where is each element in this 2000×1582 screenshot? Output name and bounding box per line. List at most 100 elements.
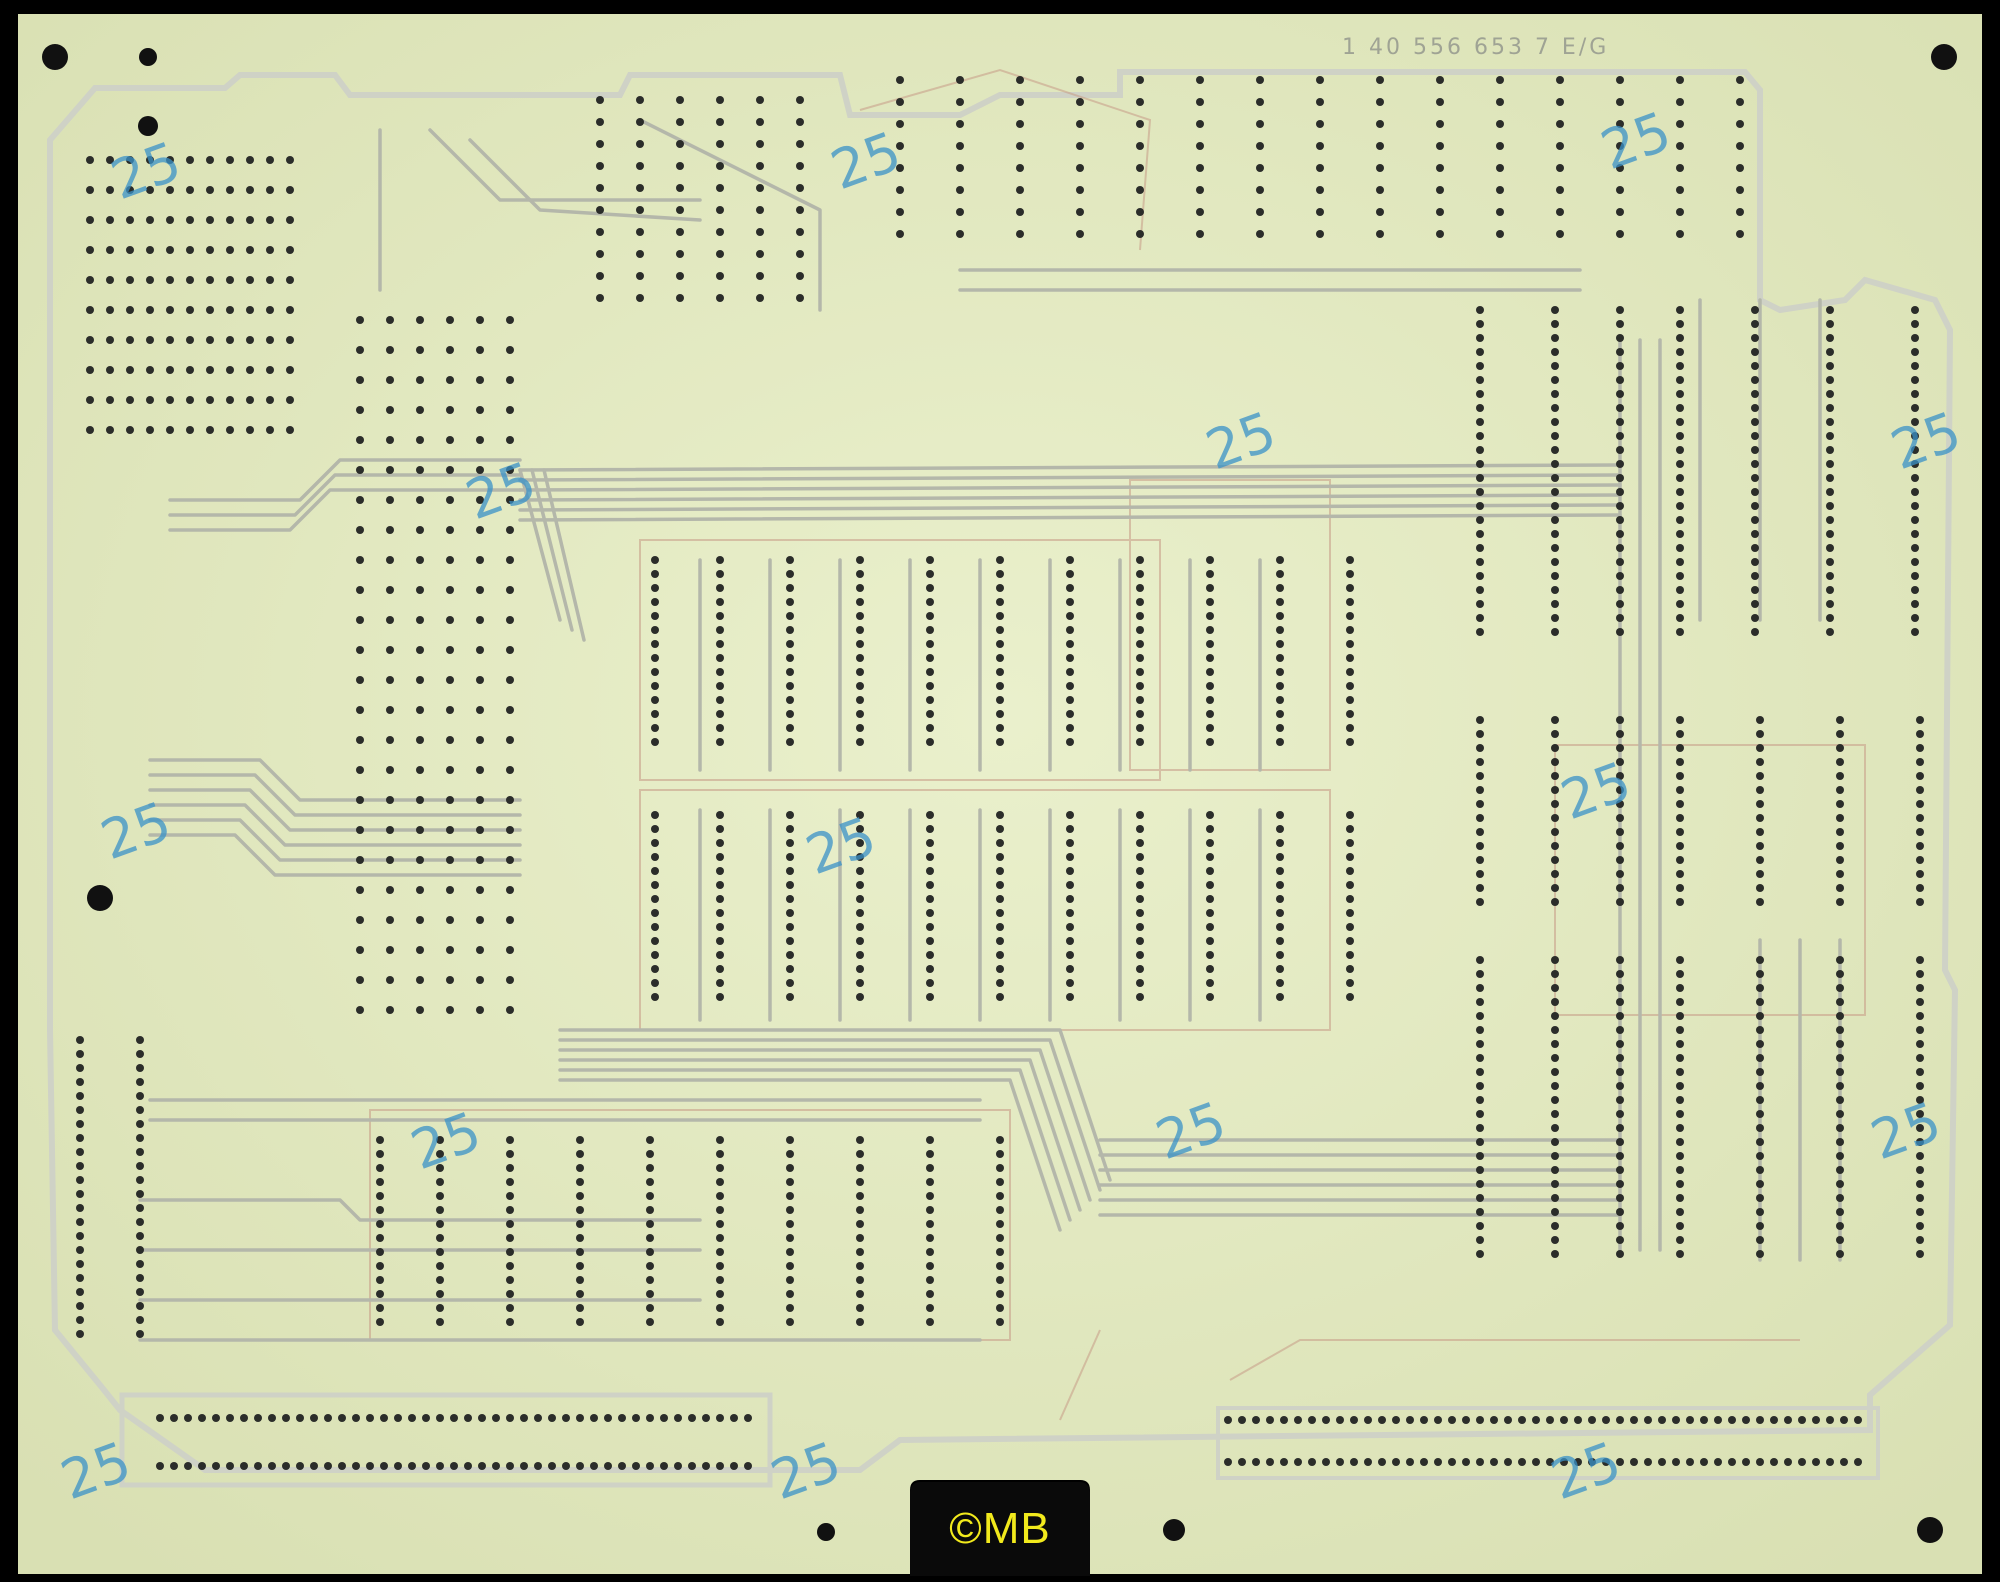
via-hole: [1616, 1166, 1624, 1174]
via-hole: [786, 881, 794, 889]
via-hole: [1066, 598, 1074, 606]
via-hole: [136, 1162, 144, 1170]
via-hole: [1588, 1416, 1596, 1424]
via-hole: [1836, 898, 1844, 906]
via-hole: [856, 1164, 864, 1172]
via-hole: [1742, 1416, 1750, 1424]
via-hole: [1276, 853, 1284, 861]
via-hole: [1346, 937, 1354, 945]
via-hole: [926, 1276, 934, 1284]
via-hole: [996, 626, 1004, 634]
via-hole: [716, 96, 724, 104]
via-hole: [1346, 598, 1354, 606]
via-hole: [464, 1414, 472, 1422]
via-hole: [506, 1192, 514, 1200]
via-hole: [86, 186, 94, 194]
via-hole: [1066, 724, 1074, 732]
via-hole: [1916, 814, 1924, 822]
via-hole: [416, 916, 424, 924]
via-hole: [356, 436, 364, 444]
via-hole: [926, 696, 934, 704]
via-hole: [856, 640, 864, 648]
via-hole: [996, 909, 1004, 917]
via-hole: [786, 811, 794, 819]
via-hole: [76, 1190, 84, 1198]
via-hole: [1916, 1152, 1924, 1160]
via-hole: [446, 616, 454, 624]
via-hole: [1476, 572, 1484, 580]
via-hole: [996, 584, 1004, 592]
via-hole: [576, 1318, 584, 1326]
via-hole: [1076, 186, 1084, 194]
via-hole: [926, 1164, 934, 1172]
via-hole: [446, 856, 454, 864]
via-hole: [206, 396, 214, 404]
via-hole: [226, 246, 234, 254]
via-hole: [996, 710, 1004, 718]
via-hole: [356, 826, 364, 834]
via-hole: [1756, 1152, 1764, 1160]
via-hole: [356, 376, 364, 384]
via-hole: [786, 1304, 794, 1312]
via-hole: [716, 206, 724, 214]
via-hole: [1756, 998, 1764, 1006]
via-hole: [1911, 348, 1919, 356]
via-hole: [676, 118, 684, 126]
via-hole: [1266, 1458, 1274, 1466]
via-hole: [1911, 530, 1919, 538]
via-hole: [926, 853, 934, 861]
via-hole: [1551, 1054, 1559, 1062]
via-hole: [786, 1290, 794, 1298]
via-hole: [646, 1136, 654, 1144]
via-hole: [506, 466, 514, 474]
via-hole: [446, 316, 454, 324]
via-hole: [1136, 598, 1144, 606]
via-hole: [786, 993, 794, 1001]
via-hole: [956, 208, 964, 216]
via-hole: [1136, 142, 1144, 150]
via-hole: [136, 1190, 144, 1198]
via-hole: [1276, 867, 1284, 875]
via-hole: [1826, 544, 1834, 552]
via-hole: [136, 1330, 144, 1338]
via-hole: [716, 612, 724, 620]
via-hole: [1066, 626, 1074, 634]
via-hole: [716, 162, 724, 170]
via-hole: [651, 570, 659, 578]
via-hole: [1136, 839, 1144, 847]
via-hole: [926, 923, 934, 931]
via-hole: [1686, 1458, 1694, 1466]
via-hole: [926, 556, 934, 564]
via-hole: [1551, 1110, 1559, 1118]
via-hole: [756, 250, 764, 258]
via-hole: [1376, 76, 1384, 84]
via-hole: [1476, 418, 1484, 426]
via-hole: [1136, 612, 1144, 620]
via-hole: [1376, 230, 1384, 238]
via-hole: [1551, 530, 1559, 538]
via-hole: [576, 1178, 584, 1186]
via-hole: [476, 406, 484, 414]
via-hole: [86, 276, 94, 284]
via-hole: [1346, 853, 1354, 861]
via-hole: [506, 1164, 514, 1172]
via-hole: [1751, 544, 1759, 552]
via-hole: [1346, 881, 1354, 889]
via-hole: [926, 867, 934, 875]
via-hole: [716, 598, 724, 606]
via-hole: [206, 426, 214, 434]
via-hole: [436, 1290, 444, 1298]
via-hole: [1336, 1416, 1344, 1424]
via-hole: [1616, 956, 1624, 964]
via-hole: [636, 96, 644, 104]
via-hole: [1911, 334, 1919, 342]
via-hole: [1556, 186, 1564, 194]
via-hole: [1476, 870, 1484, 878]
via-hole: [206, 306, 214, 314]
via-hole: [926, 1220, 934, 1228]
via-hole: [996, 1220, 1004, 1228]
via-hole: [1826, 1458, 1834, 1466]
via-hole: [1076, 76, 1084, 84]
via-hole: [856, 570, 864, 578]
via-hole: [1136, 811, 1144, 819]
